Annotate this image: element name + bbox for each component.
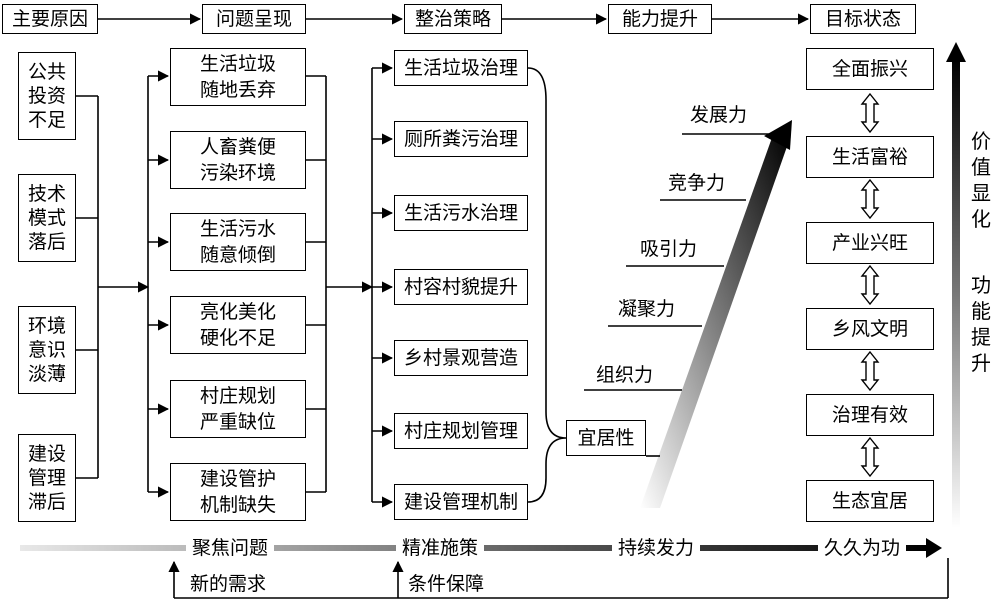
problem-box: 村庄规划 严重缺位 (170, 380, 306, 438)
strategy-box: 生活污水治理 (394, 195, 528, 231)
strategy-box: 村容村貌提升 (394, 269, 528, 305)
goal-box: 全面振兴 (806, 48, 934, 90)
capability-label: 发展力 (690, 104, 748, 126)
capability-ramp (640, 132, 790, 508)
strategy-box: 建设管理机制 (394, 484, 528, 520)
cause-box: 技术 模式 落后 (18, 174, 76, 262)
problem-box: 建设管护 机制缺失 (170, 463, 306, 521)
cause-box: 建设 管理 滞后 (18, 434, 76, 522)
strategy-box: 生活垃圾治理 (394, 50, 528, 86)
cause-box: 环境 意识 淡薄 (18, 306, 76, 394)
cause-box: 公共 投资 不足 (18, 52, 76, 140)
problem-box: 人畜粪便 污染环境 (170, 131, 306, 189)
capability-label: 竞争力 (668, 172, 726, 194)
goal-box: 乡风文明 (806, 308, 934, 350)
problem-box: 生活垃圾 随地丢弃 (170, 48, 306, 106)
strategy-box: 乡村景观营造 (394, 340, 528, 376)
side-label-function: 功 能 提 升 (971, 273, 991, 375)
flow-label: 聚焦问题 (186, 537, 275, 559)
capability-label: 组织力 (596, 364, 654, 386)
side-label-value: 价 值 显 化 (971, 129, 991, 231)
value-arrow (952, 58, 960, 528)
strategy-box: 厕所粪污治理 (394, 121, 528, 157)
feedback-label: 条件保障 (408, 573, 485, 595)
header-main-causes: 主要原因 (2, 4, 98, 34)
capability-livability: 宜居性 (566, 420, 646, 456)
goal-box: 产业兴旺 (806, 222, 934, 264)
header-strategies: 整治策略 (404, 4, 502, 34)
strategy-box: 村庄规划管理 (394, 413, 528, 449)
capability-label: 吸引力 (640, 238, 698, 260)
header-problems: 问题呈现 (202, 4, 306, 34)
capability-label: 凝聚力 (618, 298, 676, 320)
flow-label: 持续发力 (612, 537, 701, 559)
flow-label: 精准施策 (396, 537, 485, 559)
problem-box: 亮化美化 硬化不足 (170, 296, 306, 354)
goal-double-arrows (860, 92, 880, 478)
goal-box: 治理有效 (806, 394, 934, 436)
feedback-lines (168, 558, 949, 599)
capability-steps (584, 133, 772, 457)
problem-box: 生活污水 随意倾倒 (170, 213, 306, 271)
strategy-brace (527, 67, 567, 503)
feedback-label: 新的需求 (190, 573, 267, 595)
goal-box: 生活富裕 (806, 136, 934, 178)
header-capability: 能力提升 (608, 4, 712, 34)
flow-label: 久久为功 (818, 537, 907, 559)
cause-lines (76, 70, 170, 498)
header-goals: 目标状态 (810, 4, 916, 34)
goal-box: 生态宜居 (806, 480, 934, 522)
problem-lines (306, 62, 394, 508)
